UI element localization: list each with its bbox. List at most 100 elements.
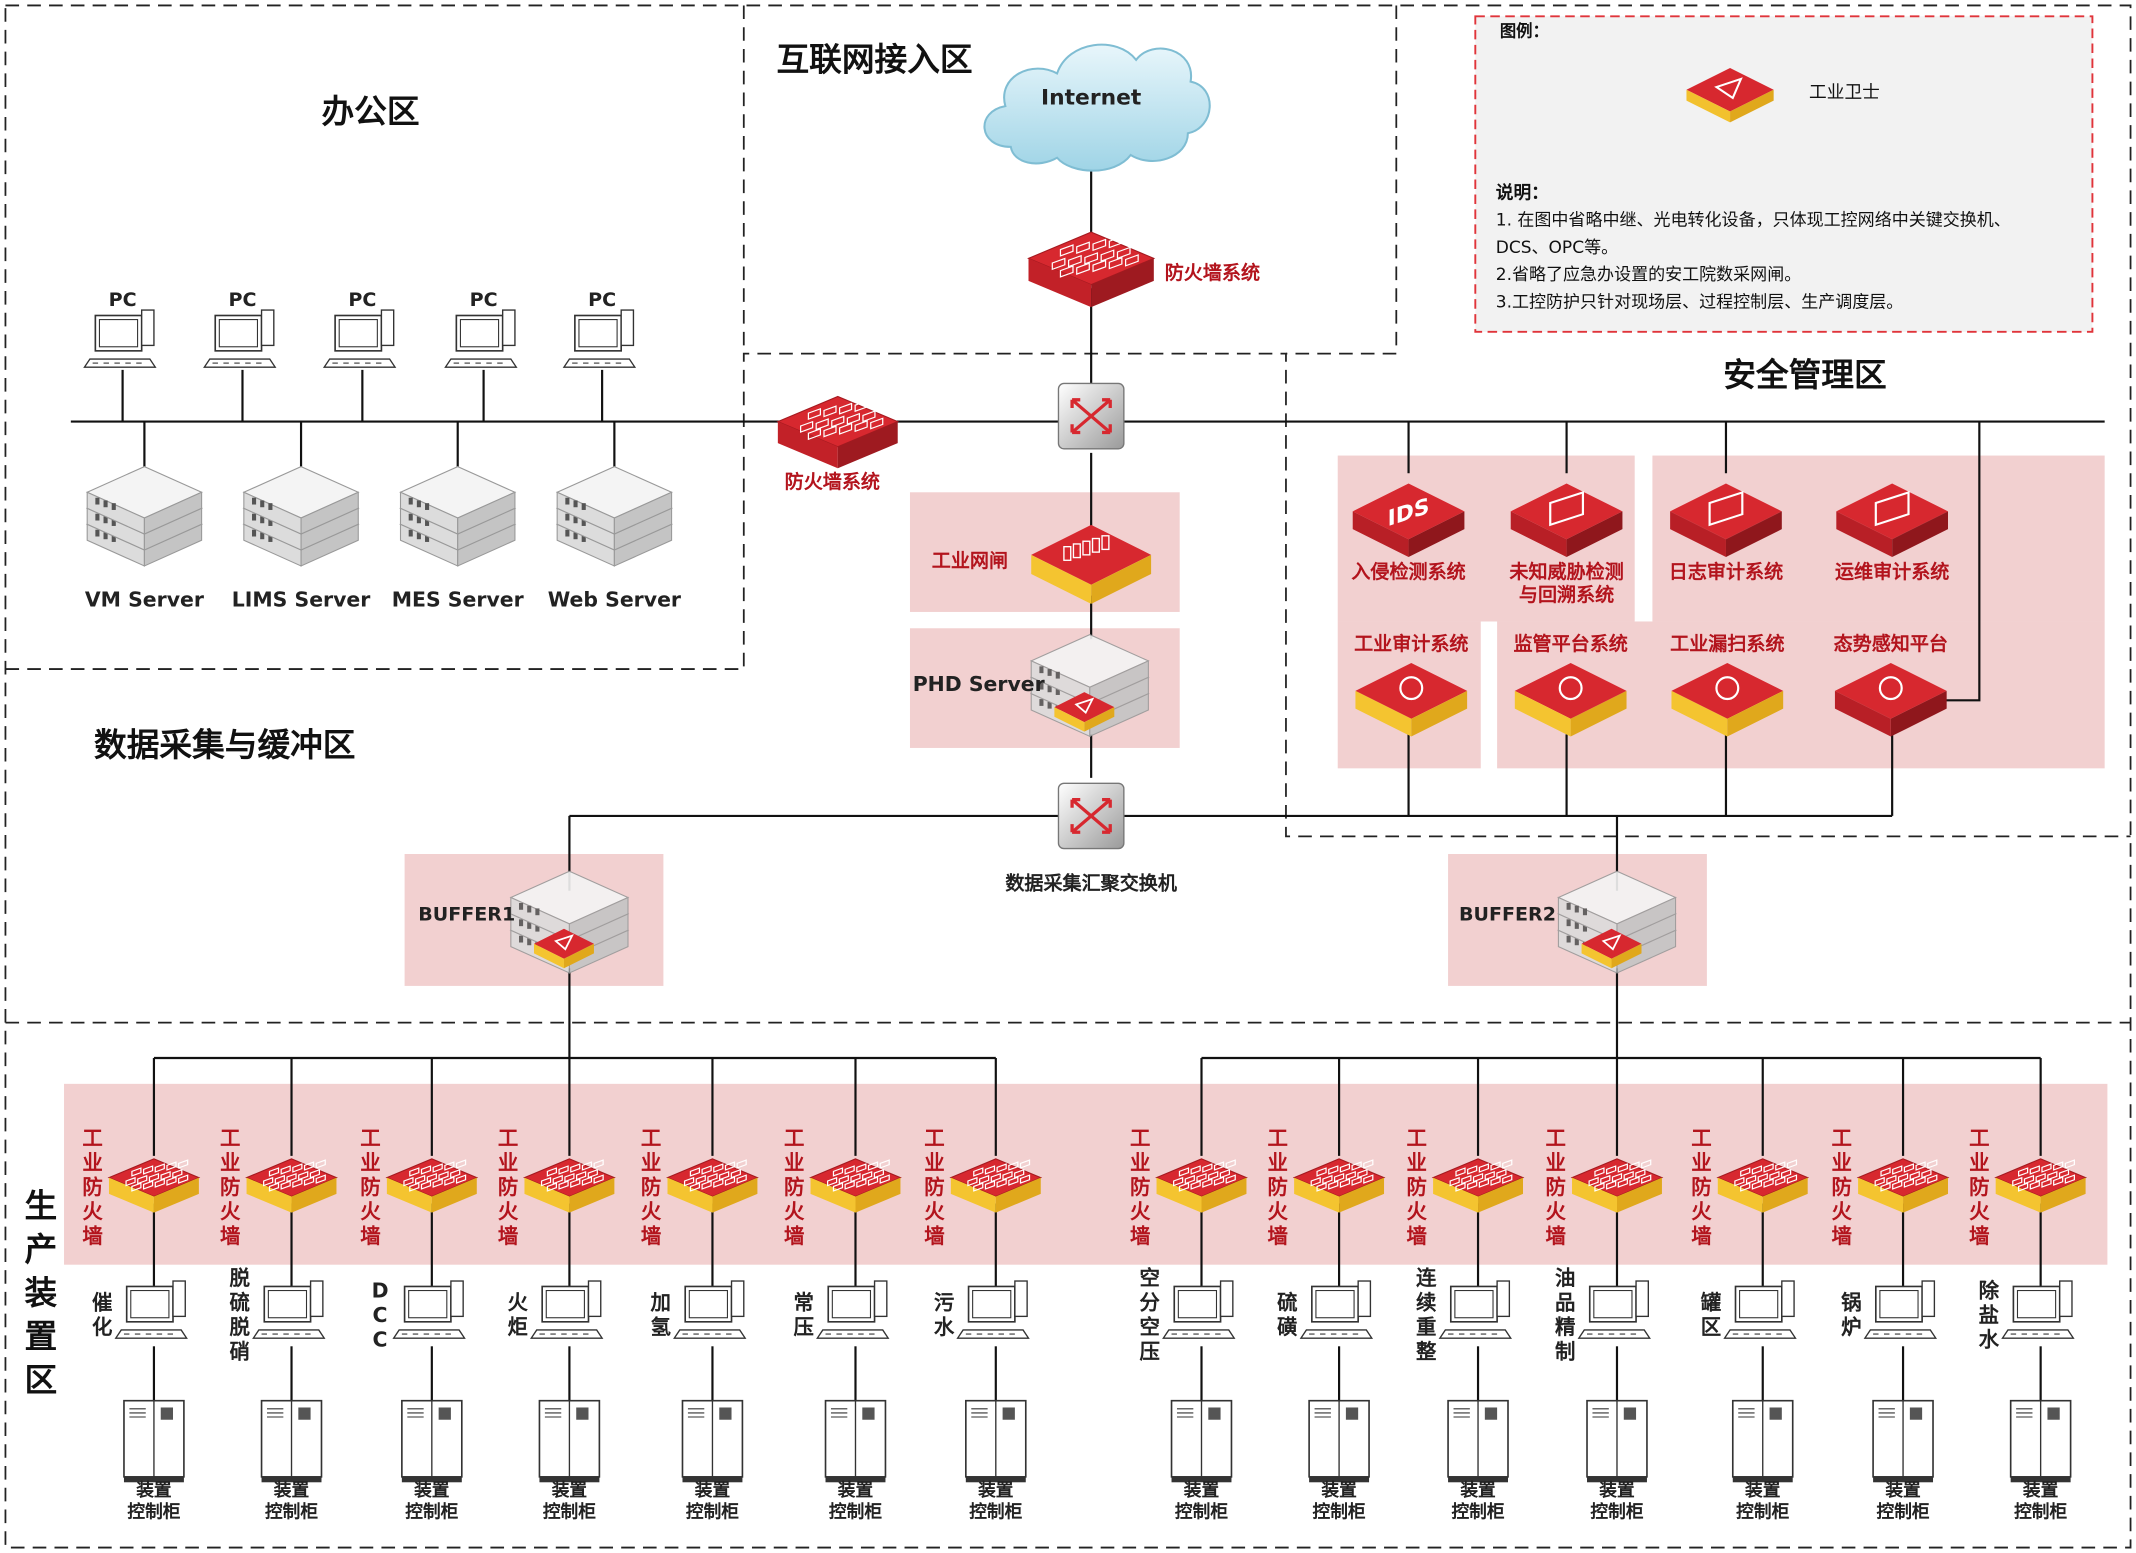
industrial-firewall-icon[interactable]: [1292, 1158, 1386, 1213]
cabinet-label: 装置控制柜: [1736, 1479, 1789, 1523]
pc-icon[interactable]: [83, 309, 157, 368]
control-cabinet-icon[interactable]: [824, 1399, 887, 1483]
control-cabinet-icon[interactable]: [681, 1399, 744, 1483]
legend-note-3: 3.工控防护只针对现场层、过程控制层、生产调度层。: [1496, 292, 1904, 312]
legend-title: 图例：: [1500, 22, 1549, 41]
control-cabinet-icon[interactable]: [2009, 1399, 2072, 1483]
ops-audit-icon[interactable]: [1836, 483, 1949, 558]
cabinet-label: 装置控制柜: [686, 1479, 739, 1523]
workstation-icon[interactable]: [114, 1280, 188, 1339]
workstation-icon[interactable]: [1162, 1280, 1236, 1339]
industrial-firewall-icon[interactable]: [523, 1158, 616, 1213]
zone-boundaries: [4, 4, 2132, 1549]
security-bottom-label: 工业漏扫系统: [1670, 632, 1784, 655]
zone-title-security: 安全管理区: [1723, 356, 1886, 394]
zone-title-data: 数据采集与缓冲区: [94, 726, 355, 764]
unit-name-label: 脱硫脱硝: [230, 1266, 251, 1363]
industrial-firewall-icon[interactable]: [666, 1158, 759, 1213]
workstation-icon[interactable]: [1863, 1280, 1938, 1339]
firewall-body: [776, 395, 900, 469]
rack-server-icon[interactable]: [242, 465, 360, 567]
security-bottom-label: 态势感知平台: [1834, 632, 1948, 655]
industrial-firewall-icon[interactable]: [1570, 1158, 1664, 1213]
switch-body: [1057, 382, 1125, 450]
pc-icon[interactable]: [562, 309, 637, 368]
server-label: Web Server: [548, 588, 681, 612]
workstation-icon[interactable]: [1299, 1280, 1374, 1339]
control-cabinet-icon[interactable]: [1586, 1399, 1648, 1483]
industrial-firewall-icon[interactable]: [1994, 1158, 2088, 1213]
industrial-firewall-icon[interactable]: [1716, 1158, 1810, 1213]
unit-name-label: 催化: [92, 1291, 113, 1339]
vuln-scan-icon[interactable]: [1671, 662, 1784, 737]
workstation-icon[interactable]: [392, 1280, 466, 1339]
control-cabinet-icon[interactable]: [965, 1399, 1027, 1483]
legend-note-1b: DCS、OPC等。: [1496, 238, 1618, 258]
pc-label: PC: [348, 289, 376, 311]
cabinet-label: 装置控制柜: [1175, 1479, 1228, 1523]
cabinet-label: 装置控制柜: [127, 1479, 180, 1523]
control-cabinet-icon[interactable]: [123, 1399, 185, 1483]
industrial-firewall-icon[interactable]: [385, 1158, 479, 1213]
supervision-icon[interactable]: [1514, 662, 1627, 737]
rack-server-icon[interactable]: [555, 465, 673, 567]
internet-firewall-icon[interactable]: [1027, 231, 1156, 308]
workstation-icon[interactable]: [530, 1280, 604, 1339]
workstation-icon[interactable]: [1723, 1280, 1797, 1339]
industrial-firewall-icon[interactable]: [1431, 1158, 1525, 1213]
guard-icon: [534, 928, 594, 969]
ids-icon[interactable]: IDS: [1352, 483, 1465, 558]
control-cabinet-icon[interactable]: [1731, 1399, 1794, 1483]
pc-icon[interactable]: [444, 309, 518, 368]
workstation-icon[interactable]: [1577, 1280, 1651, 1339]
server-label: LIMS Server: [232, 588, 371, 612]
industrial-firewall-icon[interactable]: [949, 1158, 1043, 1213]
security-top-label: 日志审计系统: [1669, 560, 1783, 583]
industrial-audit-icon[interactable]: [1355, 662, 1468, 737]
industrial-firewall-label: 工业防火墙: [498, 1126, 519, 1248]
pc-icon[interactable]: [322, 309, 397, 368]
industrial-firewall-icon[interactable]: [245, 1158, 338, 1213]
workstation-icon[interactable]: [1438, 1280, 1513, 1339]
control-cabinet-icon[interactable]: [1447, 1399, 1509, 1483]
industrial-firewall-icon[interactable]: [107, 1158, 201, 1213]
workstation-icon[interactable]: [2001, 1280, 2075, 1339]
situation-awareness-icon[interactable]: [1834, 662, 1947, 737]
security-top-label: 未知威胁检测与回溯系统: [1508, 560, 1623, 606]
workstation-icon[interactable]: [673, 1280, 747, 1339]
workstation-icon[interactable]: [816, 1280, 890, 1339]
industrial-firewall-icon[interactable]: [1155, 1158, 1248, 1213]
industrial-firewall-icon[interactable]: [1856, 1158, 1950, 1213]
rack-server-icon[interactable]: [85, 465, 203, 567]
unit-name-label: 连续重整: [1415, 1266, 1437, 1363]
cabinet-label: 装置控制柜: [969, 1479, 1022, 1523]
industrial-gateway-icon[interactable]: [1031, 524, 1152, 604]
control-cabinet-icon[interactable]: [401, 1399, 463, 1483]
firewall-body: [1027, 231, 1156, 308]
control-cabinet-icon[interactable]: [1170, 1399, 1233, 1483]
workstation-icon[interactable]: [956, 1280, 1030, 1339]
core-switch-icon[interactable]: [1057, 382, 1125, 450]
pc-icon[interactable]: [203, 309, 277, 368]
gateway-label: 工业网闸: [932, 550, 1008, 572]
control-cabinet-icon[interactable]: [1872, 1399, 1934, 1483]
industrial-firewall-icon[interactable]: [809, 1158, 902, 1213]
office-firewall-icon[interactable]: [776, 395, 900, 469]
phd-server-icon[interactable]: [1029, 633, 1150, 738]
pc-label: PC: [228, 289, 256, 311]
rack-server-icon[interactable]: [399, 465, 517, 567]
buffer1-server-icon[interactable]: [509, 870, 630, 974]
cabinet-label: 装置控制柜: [1590, 1479, 1643, 1523]
control-cabinet-icon[interactable]: [1308, 1399, 1370, 1483]
aggregation-switch-icon[interactable]: [1057, 782, 1125, 850]
industrial-firewall-label: 工业防火墙: [641, 1126, 662, 1248]
buffer1-label: BUFFER1: [418, 904, 515, 926]
buffer2-server-icon[interactable]: [1557, 870, 1677, 974]
threat-detection-icon[interactable]: [1510, 483, 1623, 558]
workstation-icon[interactable]: [252, 1280, 326, 1339]
log-audit-icon[interactable]: [1670, 483, 1782, 558]
control-cabinet-icon[interactable]: [260, 1399, 323, 1483]
control-cabinet-icon[interactable]: [538, 1399, 601, 1483]
